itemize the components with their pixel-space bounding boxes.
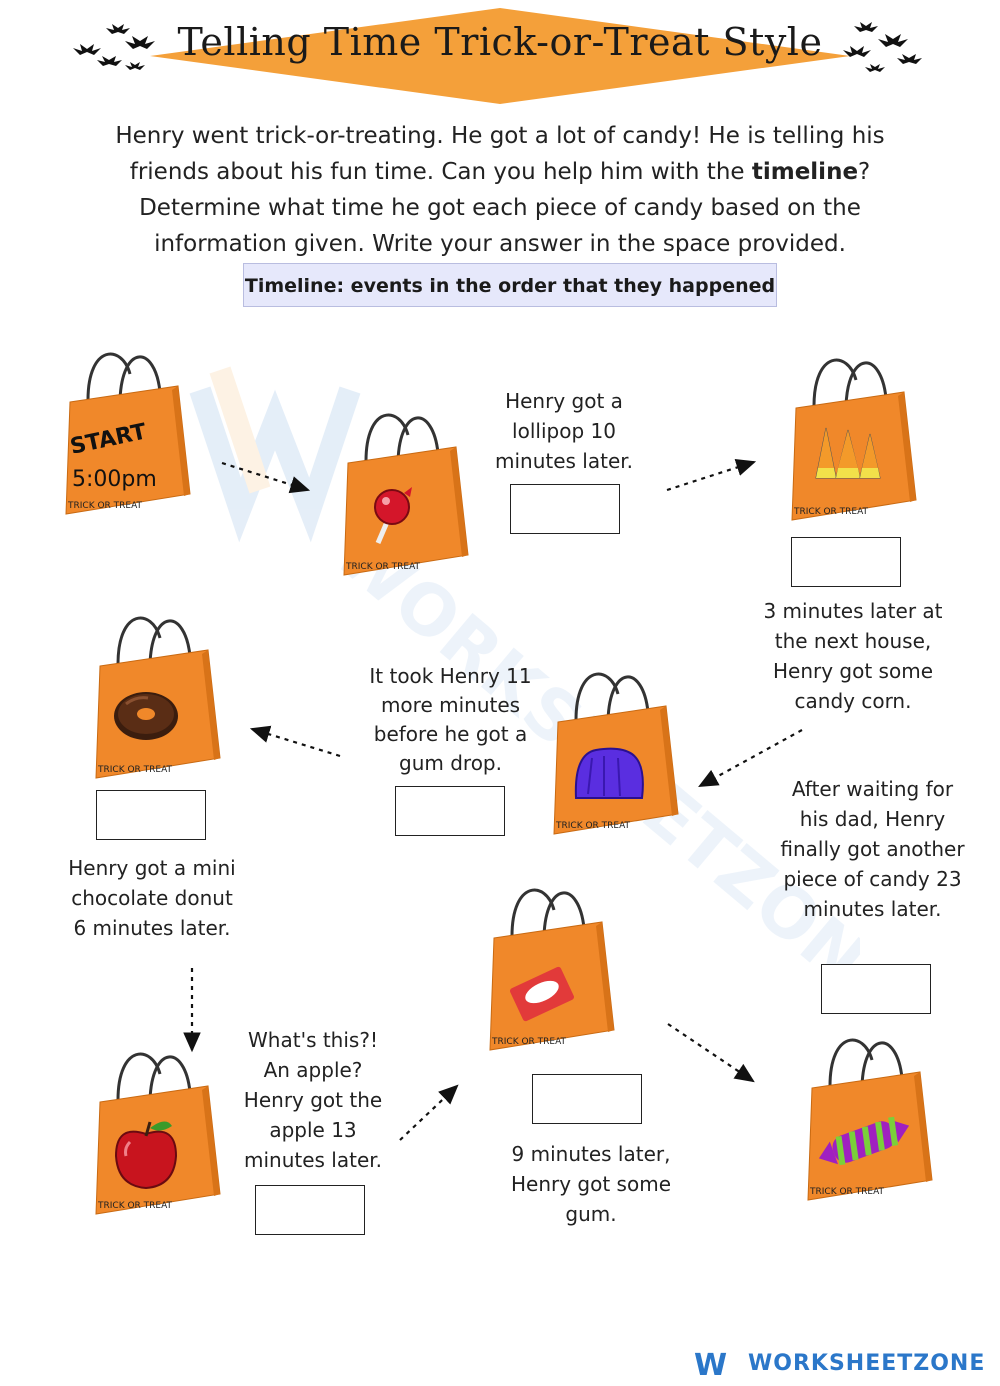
arrow-apple-to-gum: [399, 1084, 459, 1141]
bag-label: TRICK OR TREAT: [97, 765, 173, 775]
footer-logo-icon: W: [694, 1348, 728, 1383]
candy-corn-icon: [815, 427, 881, 479]
clue-gum: 9 minutes later, Henry got some gum.: [510, 1142, 671, 1226]
arrow-gum-to-final: [667, 1023, 755, 1083]
clue-donut: Henry got a mini chocolate donut 6 minut…: [68, 856, 236, 940]
intro-part1: Henry went trick-or-treating. He got a l…: [115, 123, 885, 185]
answer-box-apple[interactable]: [255, 1185, 365, 1235]
donut-icon: [114, 692, 178, 740]
answer-box-final[interactable]: [821, 964, 931, 1014]
intro-paragraph: Henry went trick-or-treating. He got a l…: [80, 118, 920, 262]
clue-gum-drop: It took Henry 11 more minutes before he …: [369, 664, 532, 775]
gum-drop-icon: [574, 747, 644, 799]
clue-final: After waiting for his dad, Henry finally…: [780, 777, 965, 921]
bats-left-icon: [73, 24, 155, 70]
footer-brand: WORKSHEETZONE: [748, 1351, 986, 1376]
start-time: 5:00pm: [72, 467, 157, 492]
bag-label: TRICK OR TREAT: [345, 562, 421, 572]
bag-apple: TRICK OR TREAT: [90, 1044, 225, 1216]
clue-candy-corn: 3 minutes later at the next house, Henry…: [763, 599, 943, 713]
answer-box-gum-drop[interactable]: [395, 786, 505, 836]
bag-donut: TRICK OR TREAT: [90, 608, 225, 780]
bag-lollipop: TRICK OR TREAT: [338, 405, 473, 577]
title-banner: [150, 8, 850, 104]
bag-candy-corn: TRICK OR TREAT: [786, 350, 921, 522]
page-title: Telling Time Trick-or-Treat Style: [177, 20, 823, 64]
bag-gum: TRICK OR TREAT: [484, 880, 619, 1052]
bag-label: TRICK OR TREAT: [809, 1187, 885, 1197]
bag-start: START 5:00pm TRICK OR TREAT: [60, 344, 195, 516]
bats-right-icon: [843, 22, 922, 72]
bag-label: TRICK OR TREAT: [97, 1201, 173, 1211]
intro-bold-word: timeline: [751, 159, 859, 185]
clue-lollipop: Henry got a lollipop 10 minutes later.: [494, 389, 634, 473]
bag-label: TRICK OR TREAT: [793, 507, 869, 517]
answer-box-lollipop[interactable]: [510, 484, 620, 534]
lollipop-icon: [374, 487, 412, 544]
timeline-definition: Timeline: events in the order that they …: [243, 263, 777, 307]
gum-icon: [510, 966, 574, 1022]
apple-icon: [114, 1121, 178, 1190]
clue-apple: What's this?! An apple? Henry got the ap…: [243, 1028, 383, 1172]
answer-box-candy-corn[interactable]: [791, 537, 901, 587]
bag-label: TRICK OR TREAT: [491, 1037, 567, 1047]
bag-gum-drop: TRICK OR TREAT: [548, 664, 683, 836]
bag-label: TRICK OR TREAT: [555, 821, 631, 831]
arrow-gumdrop-to-donut: [249, 725, 341, 758]
bag-final-candy: TRICK OR TREAT: [802, 1030, 937, 1202]
arrow-lollipop-to-candycorn: [666, 459, 757, 492]
answer-box-donut[interactable]: [96, 790, 206, 840]
wrapped-candy-icon: [818, 1116, 910, 1166]
answer-box-gum[interactable]: [532, 1074, 642, 1124]
arrow-start-to-lollipop: [221, 461, 311, 494]
bag-label: TRICK OR TREAT: [67, 501, 143, 511]
intro-part2: ? Determine what time he got each piece …: [139, 159, 871, 257]
